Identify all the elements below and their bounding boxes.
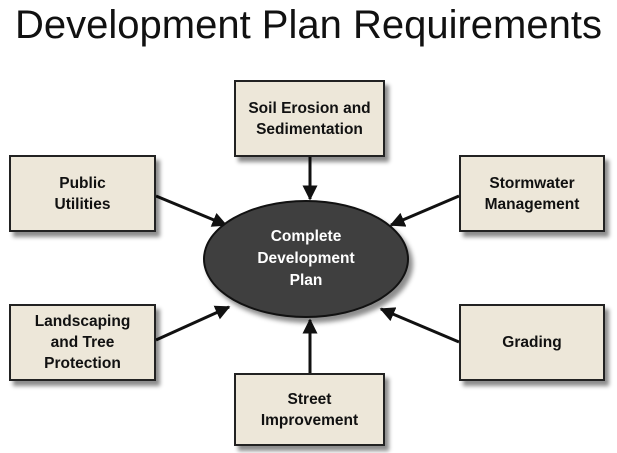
node-label: Utilities <box>54 195 111 213</box>
node-label: Public <box>59 174 106 192</box>
node-label: and Tree <box>50 334 115 351</box>
page-title: Development Plan Requirements <box>15 3 602 47</box>
node-label: Landscaping <box>34 313 131 330</box>
center-label: Plan <box>289 272 323 289</box>
node-label: Improvement <box>260 411 359 429</box>
node-label: Stormwater <box>489 174 575 192</box>
node-label: Protection <box>44 355 121 372</box>
node-street-improvement: Street Improvement <box>234 373 385 446</box>
arrow-stormwater <box>389 194 460 227</box>
arrow-landscaping <box>155 305 231 342</box>
node-public-utilities: Public Utilities <box>9 155 156 232</box>
node-label: Grading <box>502 334 562 351</box>
center-label: Complete <box>270 228 342 245</box>
center-node-complete-development-plan: Complete Development Plan <box>203 200 409 318</box>
arrow-utilities <box>155 194 228 227</box>
node-stormwater-management: Stormwater Management <box>459 155 605 232</box>
node-label: Management <box>484 195 580 213</box>
node-label: Sedimentation <box>256 120 363 138</box>
node-landscaping: Landscaping and Tree Protection <box>9 304 156 381</box>
node-label: Street <box>287 390 332 408</box>
arrow-grading <box>379 307 460 344</box>
node-label: Soil Erosion and <box>248 99 371 117</box>
node-grading: Grading <box>459 304 605 381</box>
center-label: Development <box>257 250 355 267</box>
node-soil-erosion: Soil Erosion and Sedimentation <box>234 80 385 157</box>
